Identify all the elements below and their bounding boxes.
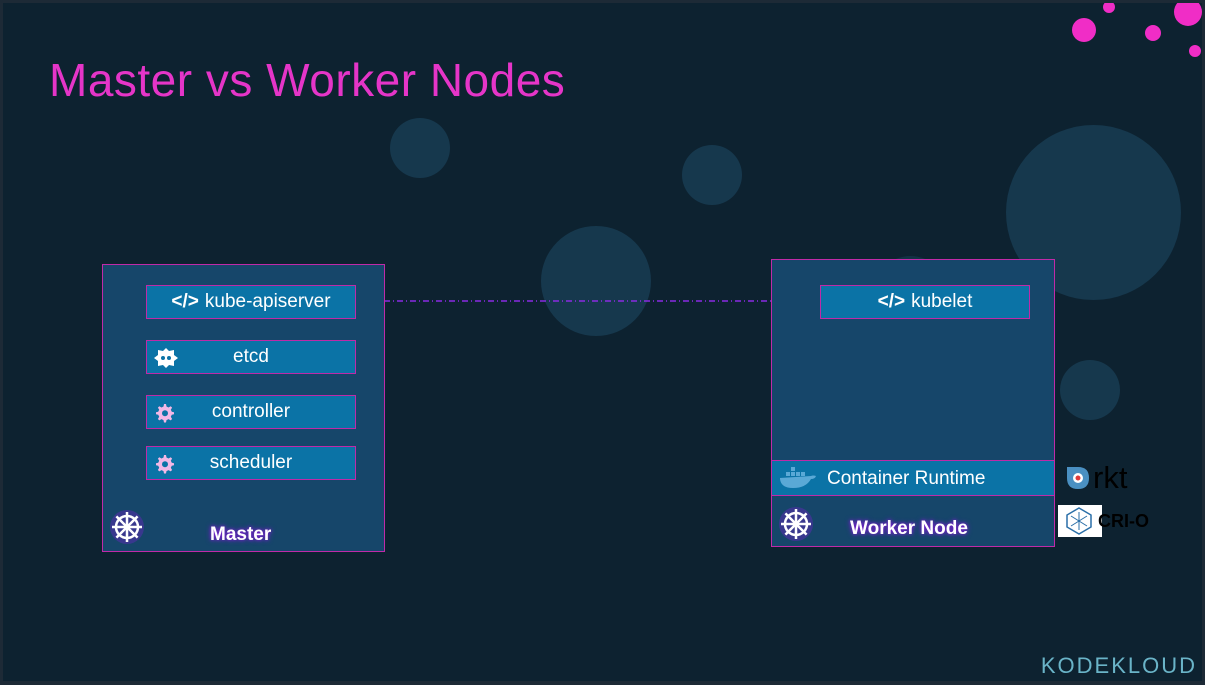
container-runtime-label: Container Runtime [827,468,986,489]
crio-logo-box [1058,505,1102,537]
kube-apiserver-label-wrap: </>kube-apiserver [147,291,355,313]
decor-dot [1072,18,1096,42]
crio-label: CRI-O [1098,511,1149,531]
bg-bubble [541,226,651,336]
slide-title: Master vs Worker Nodes [49,54,566,106]
decor-dot [1174,3,1202,26]
worker-node-label: Worker Node [850,518,968,539]
kube-apiserver-box: </>kube-apiserver [146,285,356,319]
scheduler-box: scheduler [146,446,356,480]
scheduler-label: scheduler [209,452,293,473]
kodekloud-logo: KODEKLOUD [1040,653,1197,678]
container-runtime-bar: Container Runtime [772,460,1054,496]
gear-icon [156,404,174,423]
kubelet-box: </>kubelet [820,285,1030,319]
bg-bubble [390,118,450,178]
kubernetes-helm-icon [779,507,813,541]
decor-dot [1189,45,1201,57]
kubelet-label-wrap: </>kubelet [821,291,1029,313]
bg-bubble [682,145,742,205]
decor-dot [1103,3,1115,13]
controller-box: controller [146,395,356,429]
rkt-icon [1067,467,1089,489]
rkt-logo: rkt [1065,460,1127,496]
code-icon: </> [171,291,199,312]
crio-icon [1066,507,1092,535]
kube-apiserver-label: kube-apiserver [204,291,331,312]
master-label: Master [210,524,272,545]
gear-icon [156,455,174,474]
docker-whale-icon [780,467,816,488]
etcd-box: etcd [146,340,356,374]
kubernetes-helm-icon [110,510,144,544]
kubelet-label: kubelet [911,291,973,312]
controller-label: controller [211,401,291,422]
rkt-label: rkt [1093,460,1128,495]
decor-dot [1145,25,1161,41]
etcd-icon [154,348,178,368]
etcd-label: etcd [233,346,269,367]
code-icon: </> [877,291,906,312]
bg-bubble [1060,360,1120,420]
